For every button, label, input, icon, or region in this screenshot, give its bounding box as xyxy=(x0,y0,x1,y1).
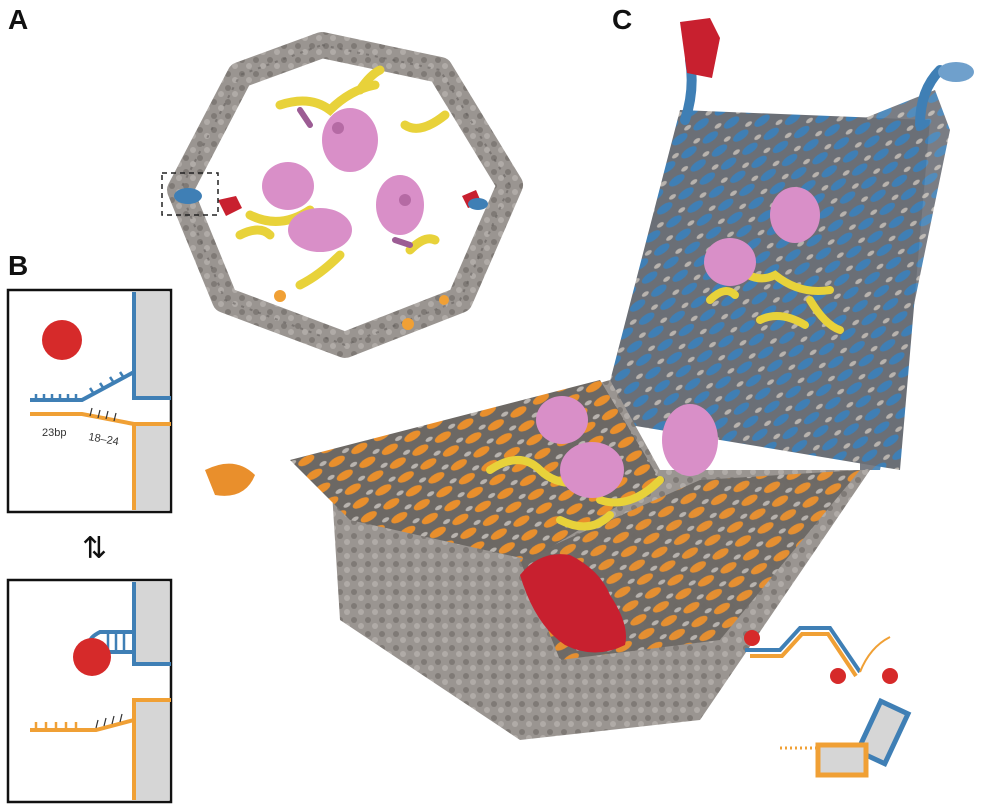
inset-highlight-box xyxy=(161,172,219,216)
panel-label-c: C xyxy=(612,4,633,35)
cargo-particle-icon xyxy=(73,638,111,676)
panel-a-cage xyxy=(161,32,523,358)
panel-label-a: A xyxy=(8,4,29,35)
equilibrium-arrows-icon: ⇅ xyxy=(82,531,107,566)
panel-label-b: B xyxy=(8,250,29,281)
toehold-length-label: 18–24 xyxy=(87,431,119,448)
panel-b-closed-state xyxy=(6,578,173,804)
panel-c-open-box xyxy=(205,18,974,740)
cargo-particle-icon xyxy=(42,320,82,360)
panel-b-open-state: 23bp 18–24 xyxy=(6,288,173,514)
panel-c-schematic xyxy=(744,626,912,778)
duplex-length-label: 23bp xyxy=(42,427,66,439)
